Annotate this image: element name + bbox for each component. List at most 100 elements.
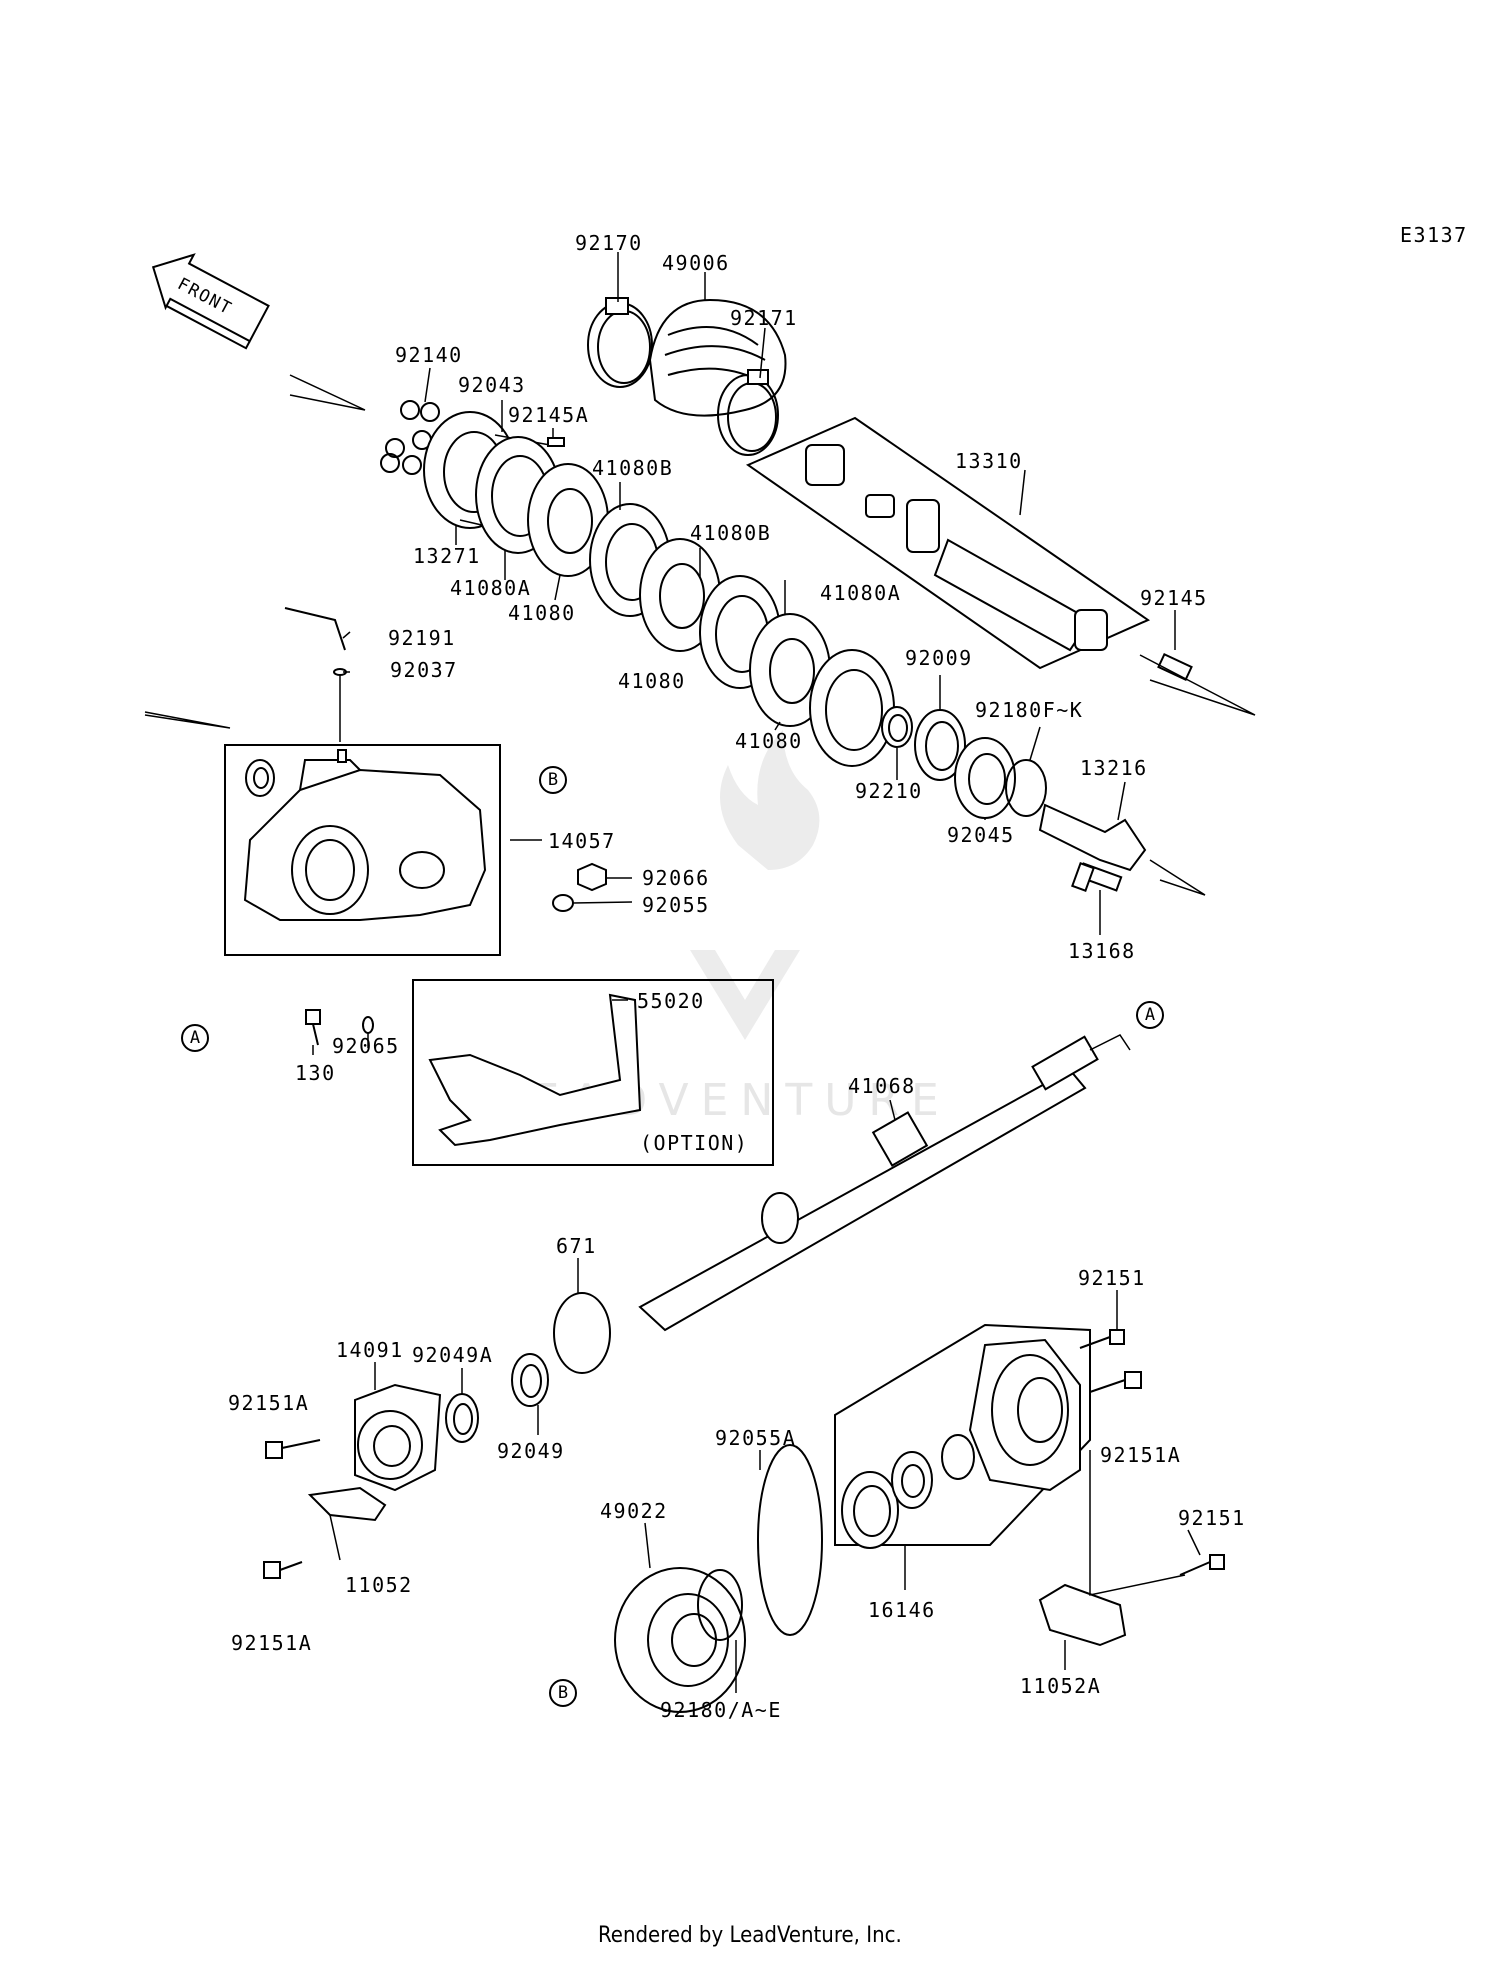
ref-circle-b-top: B: [539, 766, 567, 794]
label-92043: 92043: [458, 373, 526, 397]
label-130: 130: [295, 1061, 336, 1085]
axis-arrow-housing: [144, 711, 231, 729]
label-41080A-1: 41080A: [450, 576, 531, 600]
ref-circle-a-left: A: [181, 1024, 209, 1052]
seal-92049: [511, 1353, 549, 1407]
svg-text:B: B: [558, 1683, 568, 1703]
breather-hose-92191: [284, 607, 346, 651]
spring-92145: [1157, 652, 1193, 682]
shim-92180F-K: [1005, 759, 1047, 817]
cover-bracket-line: [834, 1323, 1091, 1546]
boot-49006: [648, 298, 787, 417]
pinion-gear-13216: [1038, 803, 1147, 872]
shim-cover: [941, 1434, 975, 1480]
label-92009: 92009: [905, 646, 973, 670]
label-92049A: 92049A: [412, 1343, 493, 1367]
clamp-92171: [717, 369, 779, 456]
svg-text:A: A: [190, 1028, 200, 1048]
option-label: (OPTION): [640, 1131, 748, 1155]
label-11052: 11052: [345, 1573, 413, 1597]
label-16146: 16146: [868, 1598, 936, 1622]
label-41080-3: 41080: [735, 729, 803, 753]
label-92151-2: 92151: [1178, 1506, 1246, 1530]
label-92151A-3: 92151A: [231, 1631, 312, 1655]
label-41068: 41068: [848, 1074, 916, 1098]
bearing-cover-1: [841, 1471, 899, 1549]
label-92055: 92055: [642, 893, 710, 917]
bolt-92151A-right: [1089, 1371, 1142, 1393]
label-92151A-2: 92151A: [1100, 1443, 1181, 1467]
ring-gear-49022: [614, 1567, 746, 1713]
label-11052A: 11052A: [1020, 1674, 1101, 1698]
seal-92049A: [445, 1393, 479, 1443]
label-49006: 49006: [662, 251, 730, 275]
label-41080B-1: 41080B: [592, 456, 673, 480]
label-14091: 14091: [336, 1338, 404, 1362]
spring-92145A: [547, 437, 565, 447]
pin-13168: [1071, 862, 1123, 892]
front-arrow: FRONT: [151, 253, 270, 350]
label-92191: 92191: [388, 626, 456, 650]
axle-shaft-41068: [638, 1034, 1131, 1332]
label-92045: 92045: [947, 823, 1015, 847]
label-92065: 92065: [332, 1034, 400, 1058]
label-41080-1: 41080: [508, 601, 576, 625]
bracket-leader: [1089, 1450, 1186, 1596]
seal-92210: [881, 706, 913, 748]
bolt-130: [305, 1009, 321, 1046]
bolt-92151A-left-1: [265, 1439, 321, 1459]
part-labels: 92170 49006 92171 92140 92043 92145A 410…: [228, 231, 1246, 1722]
label-92066: 92066: [642, 866, 710, 890]
ref-circle-a-right: A: [1136, 1001, 1164, 1029]
label-41080B-2: 41080B: [690, 521, 771, 545]
bearing-92045: [954, 737, 1016, 819]
guard-55020: [428, 993, 642, 1147]
footer-credit: Rendered by LeadVenture, Inc.: [598, 1923, 902, 1948]
plate-41080A-2: [809, 649, 895, 767]
plate-11052: [307, 1486, 387, 1522]
label-92145: 92145: [1140, 586, 1208, 610]
label-49022: 49022: [600, 1499, 668, 1523]
label-92210: 92210: [855, 779, 923, 803]
label-92180F-K: 92180F~K: [975, 698, 1083, 722]
o-ring-671: [553, 1292, 611, 1374]
shaft-13310-box: [745, 416, 1151, 670]
axis-arrow-upper: [289, 374, 366, 411]
label-92180-A-E: 92180/A~E: [660, 1698, 782, 1722]
bolt-92151A-left-2: [263, 1561, 303, 1579]
option-box: [412, 979, 774, 1166]
label-14057: 14057: [548, 829, 616, 853]
cover-16146: [968, 1338, 1081, 1492]
disc-41080-1: [527, 463, 609, 577]
housing-14057: [243, 749, 487, 921]
housing-bracket-line: [224, 744, 501, 956]
label-13310: 13310: [955, 449, 1023, 473]
washer-92055: [552, 894, 574, 912]
washer-92065: [362, 1016, 374, 1034]
bearing-cover-2: [891, 1451, 933, 1509]
plug-92066: [577, 862, 607, 892]
label-41080-2: 41080: [618, 669, 686, 693]
ref-circle-b-bottom: B: [549, 1679, 577, 1707]
label-92037: 92037: [390, 658, 458, 682]
clamp-92170: [587, 297, 653, 388]
label-92055A: 92055A: [715, 1426, 796, 1450]
bracket-11052A: [1038, 1583, 1127, 1647]
svg-text:A: A: [1145, 1005, 1155, 1025]
svg-text:B: B: [548, 770, 558, 790]
label-13168: 13168: [1068, 939, 1136, 963]
shim-92180-A-E: [697, 1569, 743, 1641]
o-ring-92055A: [757, 1444, 823, 1636]
label-92151A-1: 92151A: [228, 1391, 309, 1415]
label-92151-1: 92151: [1078, 1266, 1146, 1290]
axis-arrow-pinion: [1149, 859, 1206, 896]
bearing-housing-14091: [354, 1383, 442, 1492]
diagram-code: E3137: [1400, 223, 1468, 247]
label-92140: 92140: [395, 343, 463, 367]
label-92171: 92171: [730, 306, 798, 330]
label-92170: 92170: [575, 231, 643, 255]
label-13216: 13216: [1080, 756, 1148, 780]
shaft-13310: [805, 444, 1108, 652]
axis-arrow-right: [1139, 654, 1256, 716]
